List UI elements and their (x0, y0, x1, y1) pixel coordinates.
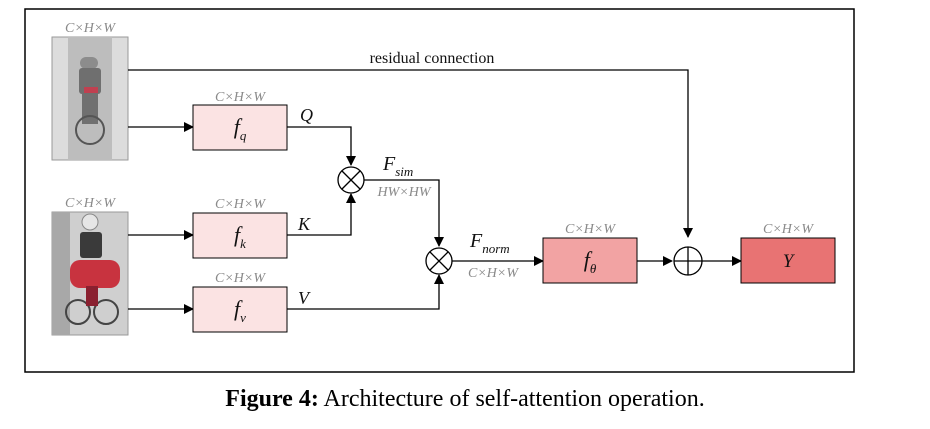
input1-dim: C×H×W (65, 21, 116, 36)
fk-box (192, 212, 288, 259)
ftheta-box (542, 237, 638, 284)
y-dim: C×H×W (763, 222, 814, 237)
y-box (740, 237, 836, 284)
fv-box (192, 286, 288, 333)
figure-caption: Figure 4: Architecture of self-attention… (0, 386, 930, 413)
caption-text: Architecture of self-attention operation… (323, 386, 705, 412)
input-image-1 (51, 36, 129, 161)
multiply-node-norm (425, 247, 453, 275)
k-arrow (287, 193, 356, 236)
v-arrow (287, 274, 444, 310)
ftheta-label: fθ (584, 247, 597, 276)
fnorm-dim: C×H×W (468, 266, 519, 281)
fsim-dim: HW×HW (377, 185, 432, 200)
diagram-frame (24, 8, 855, 373)
residual-connection-arrow (128, 69, 693, 238)
y-label: Y (783, 251, 796, 272)
fv-label: fv (234, 296, 246, 325)
k-label: K (297, 214, 311, 234)
q-arrow (287, 126, 356, 166)
ftheta-dim: C×H×W (565, 222, 616, 237)
input-image-2 (51, 211, 129, 336)
add-node (673, 246, 703, 276)
fq-label: fq (234, 114, 247, 143)
fq-box (192, 104, 288, 151)
multiply-node-sim (337, 166, 365, 194)
residual-connection-label: residual connection (370, 50, 495, 67)
fsim-label: Fsim (382, 153, 413, 179)
q-label: Q (300, 105, 313, 125)
input2-dim: C×H×W (65, 196, 116, 211)
fk-label: fk (234, 222, 246, 251)
fk-dim: C×H×W (215, 197, 266, 212)
v-label: V (298, 288, 311, 308)
fv-dim: C×H×W (215, 271, 266, 286)
fnorm-label: Fnorm (469, 230, 510, 256)
fsim-arrow (364, 179, 444, 247)
caption-label: Figure 4: (225, 386, 319, 412)
fq-dim: C×H×W (215, 90, 266, 105)
